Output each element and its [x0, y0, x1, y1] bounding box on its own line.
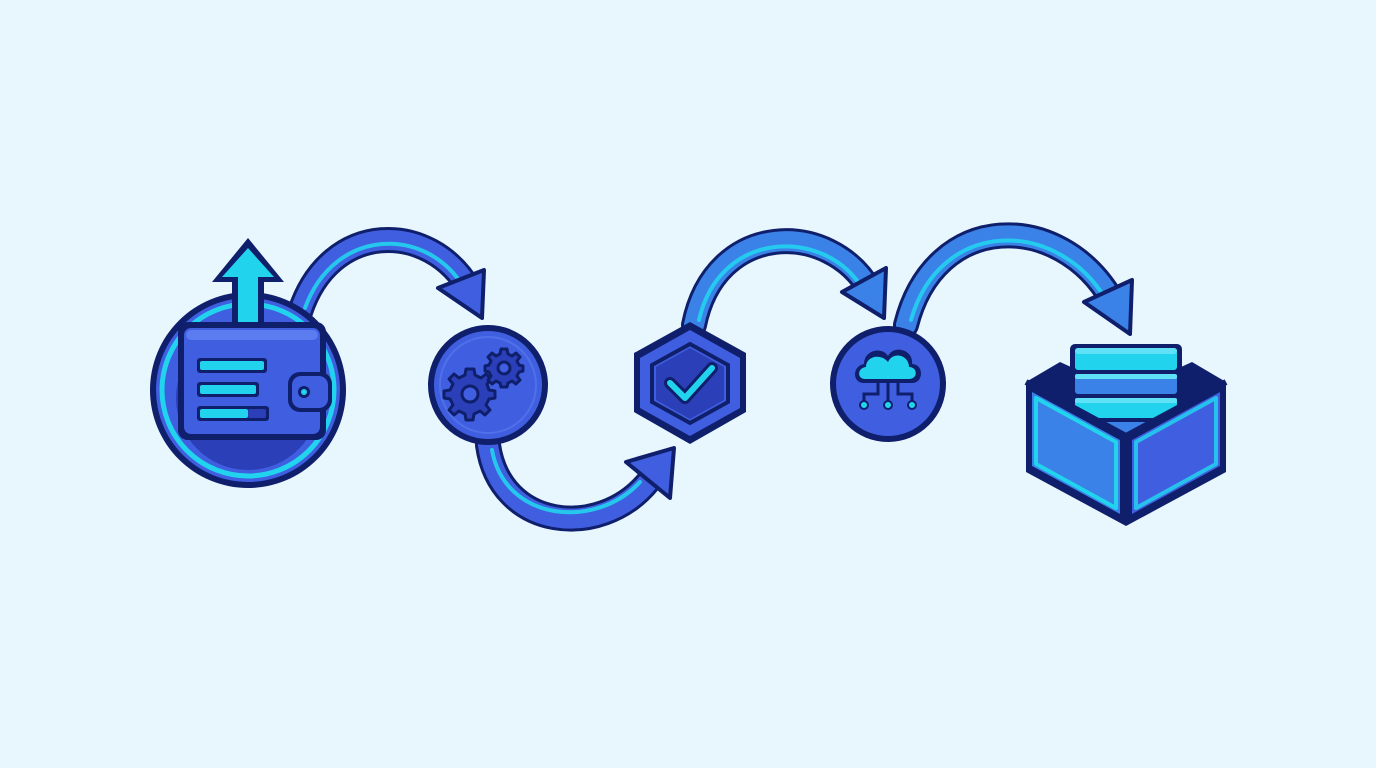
gears-icon [428, 325, 548, 445]
arrow-gears-to-shield [475, 432, 676, 532]
arrow-cloud-to-box [893, 222, 1134, 338]
cloud-network-icon [830, 326, 946, 442]
arrow-wallet-to-gears [287, 226, 486, 325]
database-box-icon [1024, 344, 1228, 526]
shield-check-icon [634, 322, 746, 444]
arrow-shield-to-cloud [681, 228, 888, 338]
wallet-upload-icon [150, 238, 346, 488]
